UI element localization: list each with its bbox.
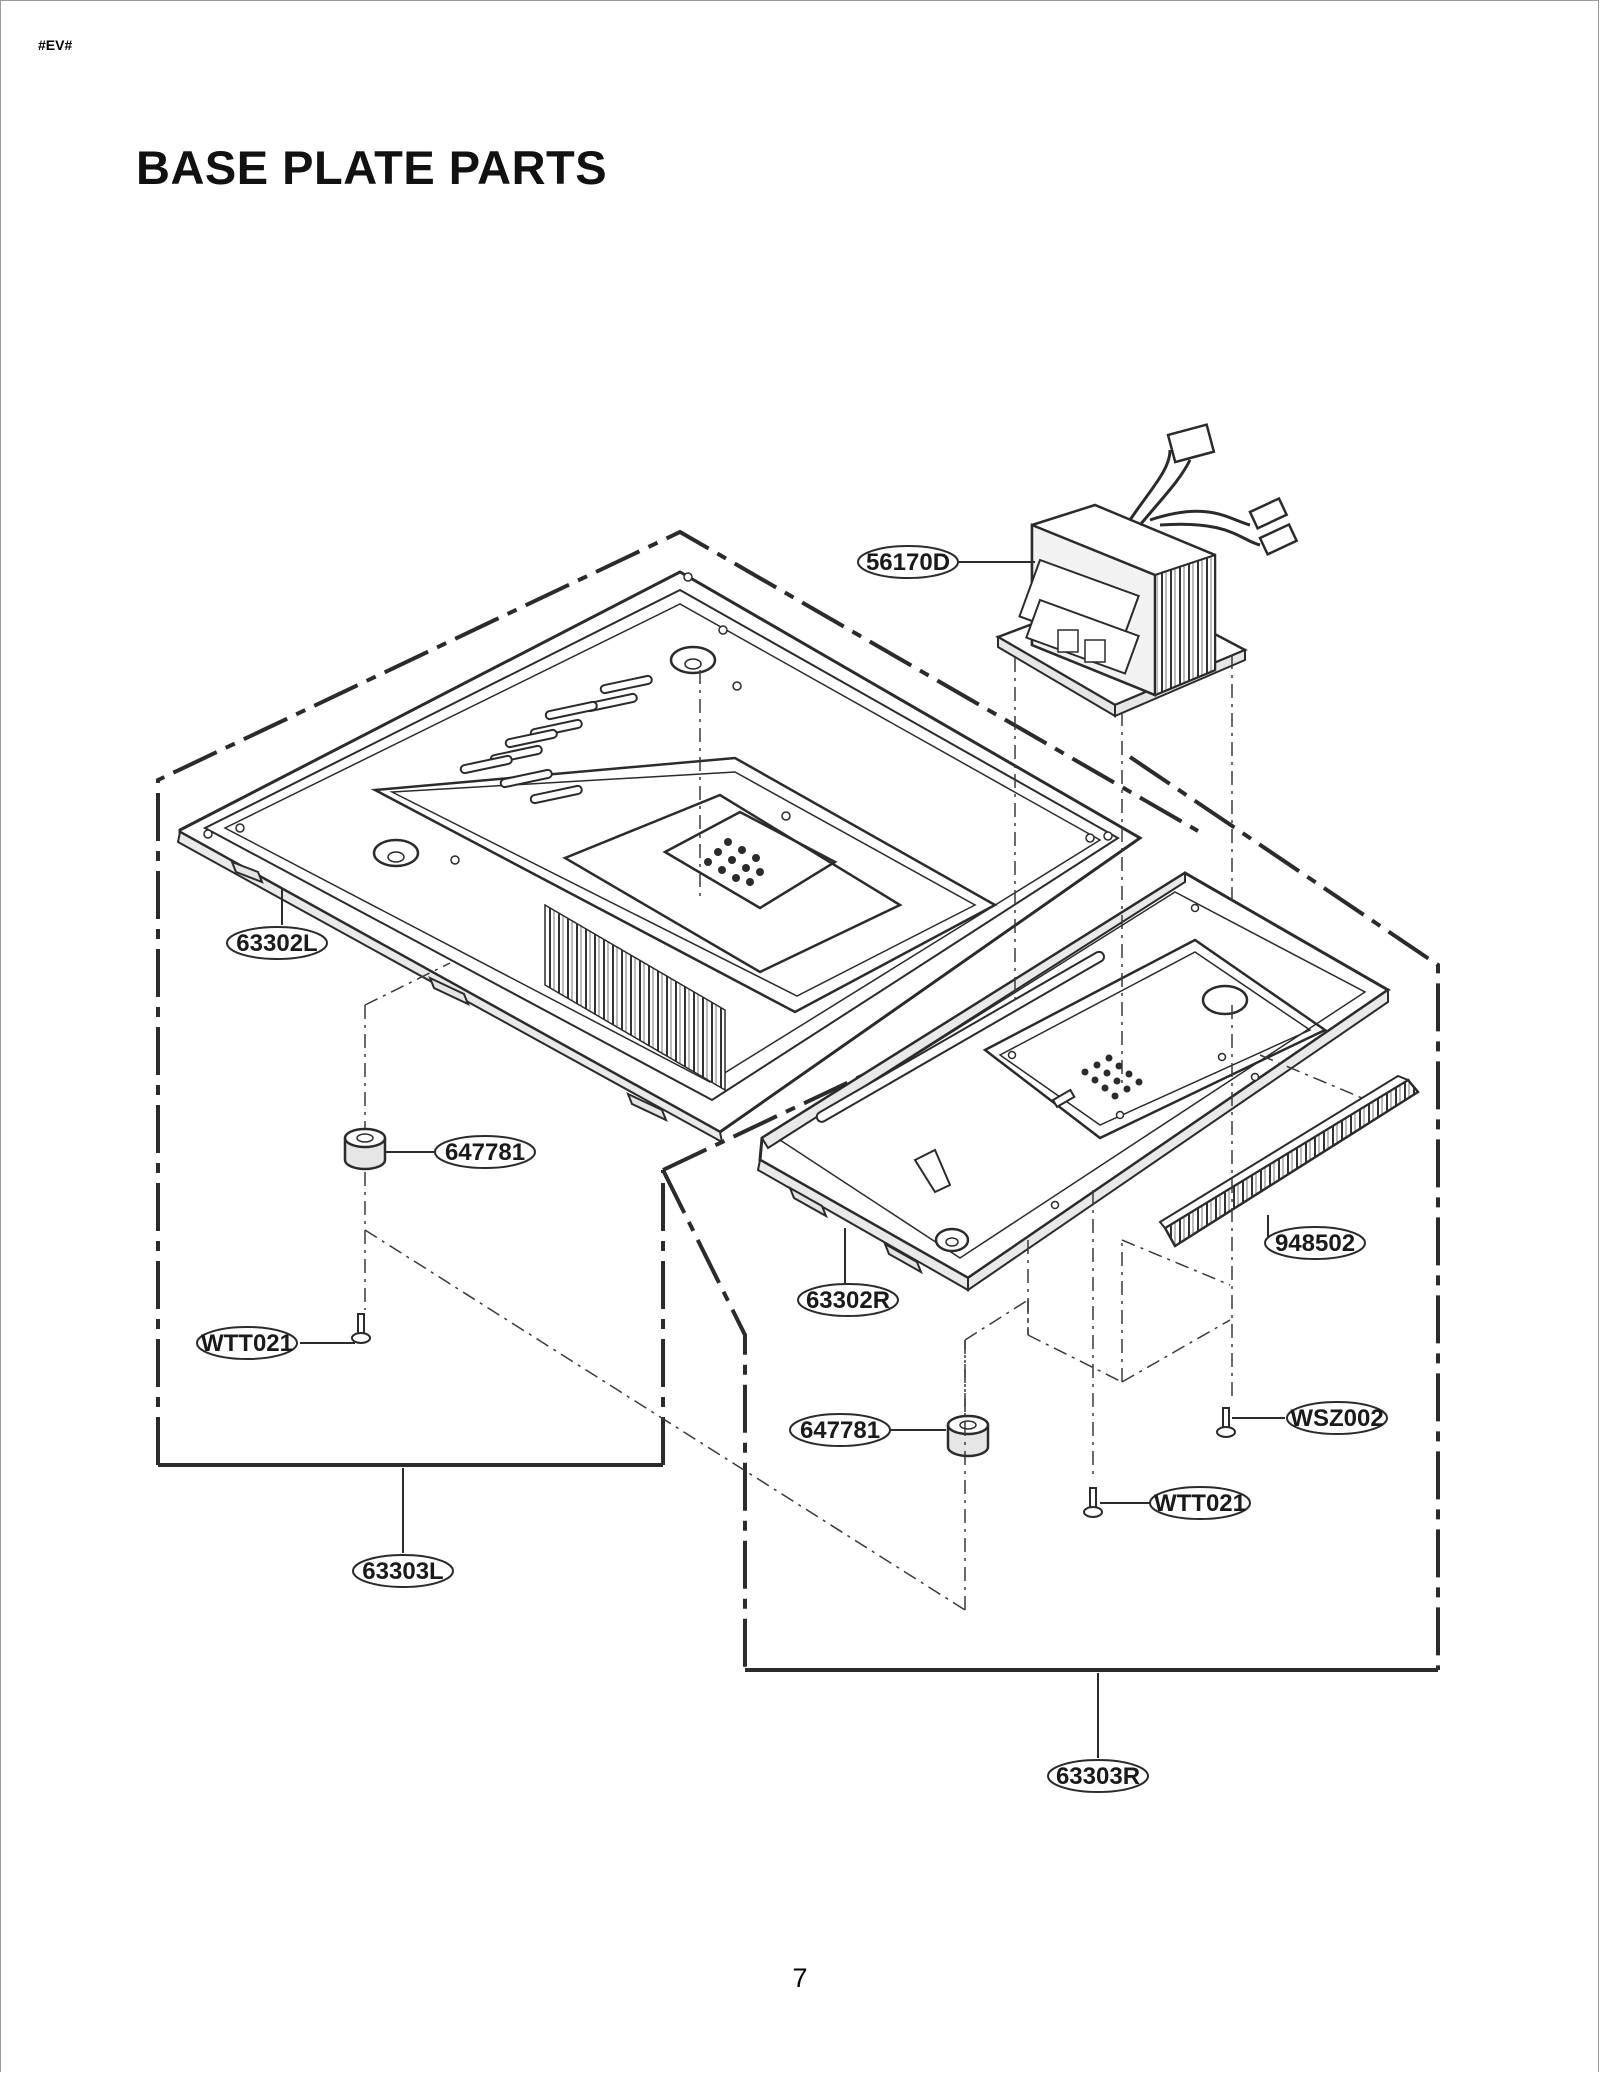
callout-948502: 948502 (1264, 1226, 1366, 1260)
callout-label: WTT021 (1154, 1490, 1246, 1517)
callout-label: 63303L (362, 1558, 443, 1585)
base-plate-right (756, 871, 1391, 1292)
callout-63302r: 63302R (797, 1283, 899, 1317)
callout-63303l: 63303L (352, 1554, 454, 1588)
callout-label: 56170D (866, 549, 950, 576)
callout-647781-right: 647781 (789, 1413, 891, 1447)
callout-label: 63303R (1056, 1763, 1140, 1790)
callout-label: WSZ002 (1290, 1405, 1383, 1432)
corner-tag: #EV# (38, 37, 73, 53)
callout-label: 948502 (1275, 1230, 1355, 1257)
callout-647781-left: 647781 (434, 1135, 536, 1169)
page-title: BASE PLATE PARTS (136, 141, 608, 194)
leader-lines (281, 561, 1285, 1758)
callout-63302l: 63302L (226, 926, 328, 960)
callout-label: 647781 (800, 1417, 880, 1444)
foot-left (343, 1127, 387, 1171)
assembly-guide-lines (364, 655, 1363, 1611)
screw-wsz002 (1216, 1407, 1236, 1438)
callout-63303r: 63303R (1047, 1759, 1149, 1793)
base-plate-left (176, 570, 1143, 1144)
callout-label: WTT021 (201, 1330, 293, 1357)
callout-label: 63302L (236, 930, 317, 957)
assembly-boundary-63303l (156, 529, 1199, 1465)
callout-label: 63302R (806, 1287, 890, 1314)
callout-wtt021-left: WTT021 (196, 1326, 298, 1360)
screw-wtt021-left (351, 1313, 371, 1344)
callout-56170d: 56170D (857, 545, 959, 579)
gasket-strip (1158, 1074, 1420, 1248)
page-number: 7 (792, 1963, 808, 1993)
callout-wsz002: WSZ002 (1286, 1401, 1388, 1435)
transformer (995, 423, 1299, 718)
callout-wtt021-right: WTT021 (1149, 1486, 1251, 1520)
foot-right (946, 1414, 990, 1458)
screw-wtt021-right (1083, 1487, 1103, 1518)
callout-label: 647781 (445, 1139, 525, 1166)
